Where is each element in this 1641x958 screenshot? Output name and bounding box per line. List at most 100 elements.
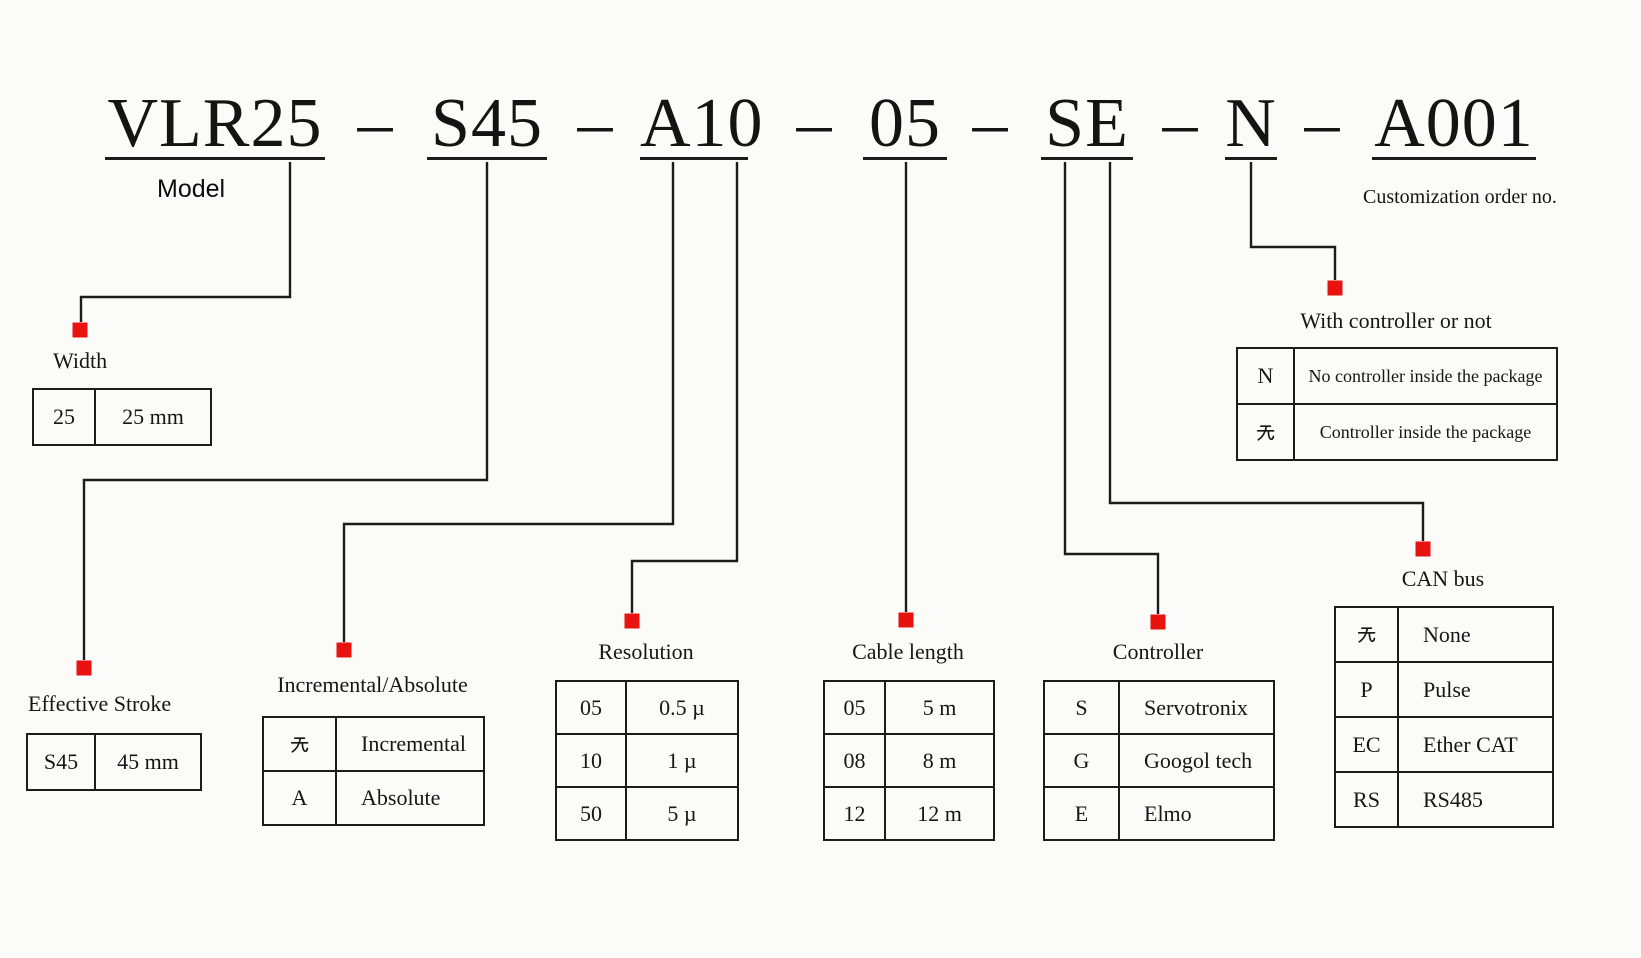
incabs-table-title: Incremental/Absolute	[277, 672, 468, 697]
table-row: RS RS485	[1334, 771, 1554, 828]
segment-separator: –	[357, 85, 393, 162]
table-row: 05 0.5 µ	[555, 680, 739, 735]
marker-resolution	[624, 613, 640, 629]
model-segment-cable: 05	[863, 88, 947, 160]
model-label: Model	[157, 175, 226, 203]
desc-cell: 5 m	[884, 680, 995, 735]
model-segment-stroke: S45	[427, 88, 547, 160]
with-controller-table: N No controller inside the package Contr…	[1236, 347, 1558, 461]
effective-stroke-table: S45 45 mm	[26, 733, 202, 791]
marker-with-controller	[1327, 280, 1343, 296]
code-cell: S	[1043, 680, 1120, 735]
desc-cell: Servotronix	[1118, 680, 1275, 735]
segment-separator: –	[1304, 85, 1340, 162]
code-cell	[262, 716, 337, 772]
leader-line-resolution	[630, 162, 739, 613]
leader-line-stroke	[82, 162, 489, 660]
code-cell: 10	[555, 733, 627, 788]
wu-character-glyph	[290, 737, 309, 753]
code-cell: P	[1334, 661, 1399, 718]
marker-canbus	[1415, 541, 1431, 557]
desc-cell: 25 mm	[94, 388, 212, 446]
segment-separator: –	[796, 85, 832, 162]
desc-cell: Ether CAT	[1397, 716, 1554, 773]
resolution-table-title: Resolution	[598, 639, 694, 664]
table-row: 08 8 m	[823, 733, 995, 788]
model-segment-encoder: A10	[640, 85, 764, 162]
code-cell: N	[1236, 347, 1295, 405]
code-cell: A	[262, 770, 337, 826]
marker-incabs	[336, 642, 352, 658]
desc-cell: 45 mm	[94, 733, 202, 791]
can-bus-table: None P Pulse EC Ether CAT RS RS485	[1334, 606, 1554, 828]
code-cell: E	[1043, 786, 1120, 841]
code-cell	[1334, 606, 1399, 663]
wu-character-glyph	[1357, 627, 1376, 643]
leader-line-controller	[1063, 162, 1160, 614]
table-row: 10 1 µ	[555, 733, 739, 788]
table-row: E Elmo	[1043, 786, 1275, 841]
segment-separator: –	[972, 85, 1008, 162]
table-row: 50 5 µ	[555, 786, 739, 841]
model-segment-with-controller: N	[1225, 85, 1277, 162]
table-row: Incremental	[262, 716, 485, 772]
width-table-title: Width	[53, 348, 108, 373]
cable-length-table: 05 5 m 08 8 m 12 12 m	[823, 680, 995, 841]
desc-cell: None	[1397, 606, 1554, 663]
table-row: S Servotronix	[1043, 680, 1275, 735]
marker-cable	[898, 612, 914, 628]
table-row: None	[1334, 606, 1554, 663]
desc-cell: Incremental	[335, 716, 485, 772]
controller-table: S Servotronix G Googol tech E Elmo	[1043, 680, 1275, 841]
desc-cell: Controller inside the package	[1293, 403, 1558, 461]
marker-stroke	[76, 660, 92, 676]
desc-cell: Absolute	[335, 770, 485, 826]
table-row: 12 12 m	[823, 786, 995, 841]
code-cell: 50	[555, 786, 627, 841]
model-segment-controller: SE	[1041, 88, 1133, 160]
model-segment-custom-order: A001	[1372, 88, 1536, 160]
code-cell: EC	[1334, 716, 1399, 773]
table-row: P Pulse	[1334, 661, 1554, 718]
code-cell: RS	[1334, 771, 1399, 828]
cable-table-title: Cable length	[852, 639, 964, 664]
leader-line-with-controller	[1249, 162, 1337, 280]
desc-cell: 12 m	[884, 786, 995, 841]
desc-cell: 5 µ	[625, 786, 739, 841]
desc-cell: Pulse	[1397, 661, 1554, 718]
table-row: G Googol tech	[1043, 733, 1275, 788]
code-cell: 05	[823, 680, 886, 735]
controller-table-title: Controller	[1112, 639, 1204, 664]
desc-cell: Elmo	[1118, 786, 1275, 841]
leader-line-width	[79, 162, 292, 322]
desc-cell: No controller inside the package	[1293, 347, 1558, 405]
segment-separator: –	[1162, 85, 1198, 162]
code-cell: G	[1043, 733, 1120, 788]
resolution-table: 05 0.5 µ 10 1 µ 50 5 µ	[555, 680, 739, 841]
table-row: N No controller inside the package	[1236, 347, 1558, 405]
leader-line-incabs	[342, 162, 675, 642]
stroke-table-title: Effective Stroke	[28, 691, 172, 716]
model-segment-series: VLR25	[105, 88, 325, 160]
marker-width	[72, 322, 88, 338]
table-row: 25 25 mm	[32, 388, 212, 446]
code-cell: 25	[32, 388, 96, 446]
customization-note: Customization order no.	[1363, 186, 1557, 208]
table-row: 05 5 m	[823, 680, 995, 735]
desc-cell: 8 m	[884, 733, 995, 788]
desc-cell: 0.5 µ	[625, 680, 739, 735]
with-controller-table-title: With controller or not	[1300, 308, 1492, 333]
code-cell: 05	[555, 680, 627, 735]
table-row: EC Ether CAT	[1334, 716, 1554, 773]
code-cell: 12	[823, 786, 886, 841]
segment-separator: –	[577, 85, 613, 162]
canbus-table-title: CAN bus	[1401, 566, 1485, 591]
code-cell	[1236, 403, 1295, 461]
desc-cell: RS485	[1397, 771, 1554, 828]
table-row: A Absolute	[262, 770, 485, 826]
width-table: 25 25 mm	[32, 388, 212, 446]
table-row: Controller inside the package	[1236, 403, 1558, 461]
desc-cell: Googol tech	[1118, 733, 1275, 788]
